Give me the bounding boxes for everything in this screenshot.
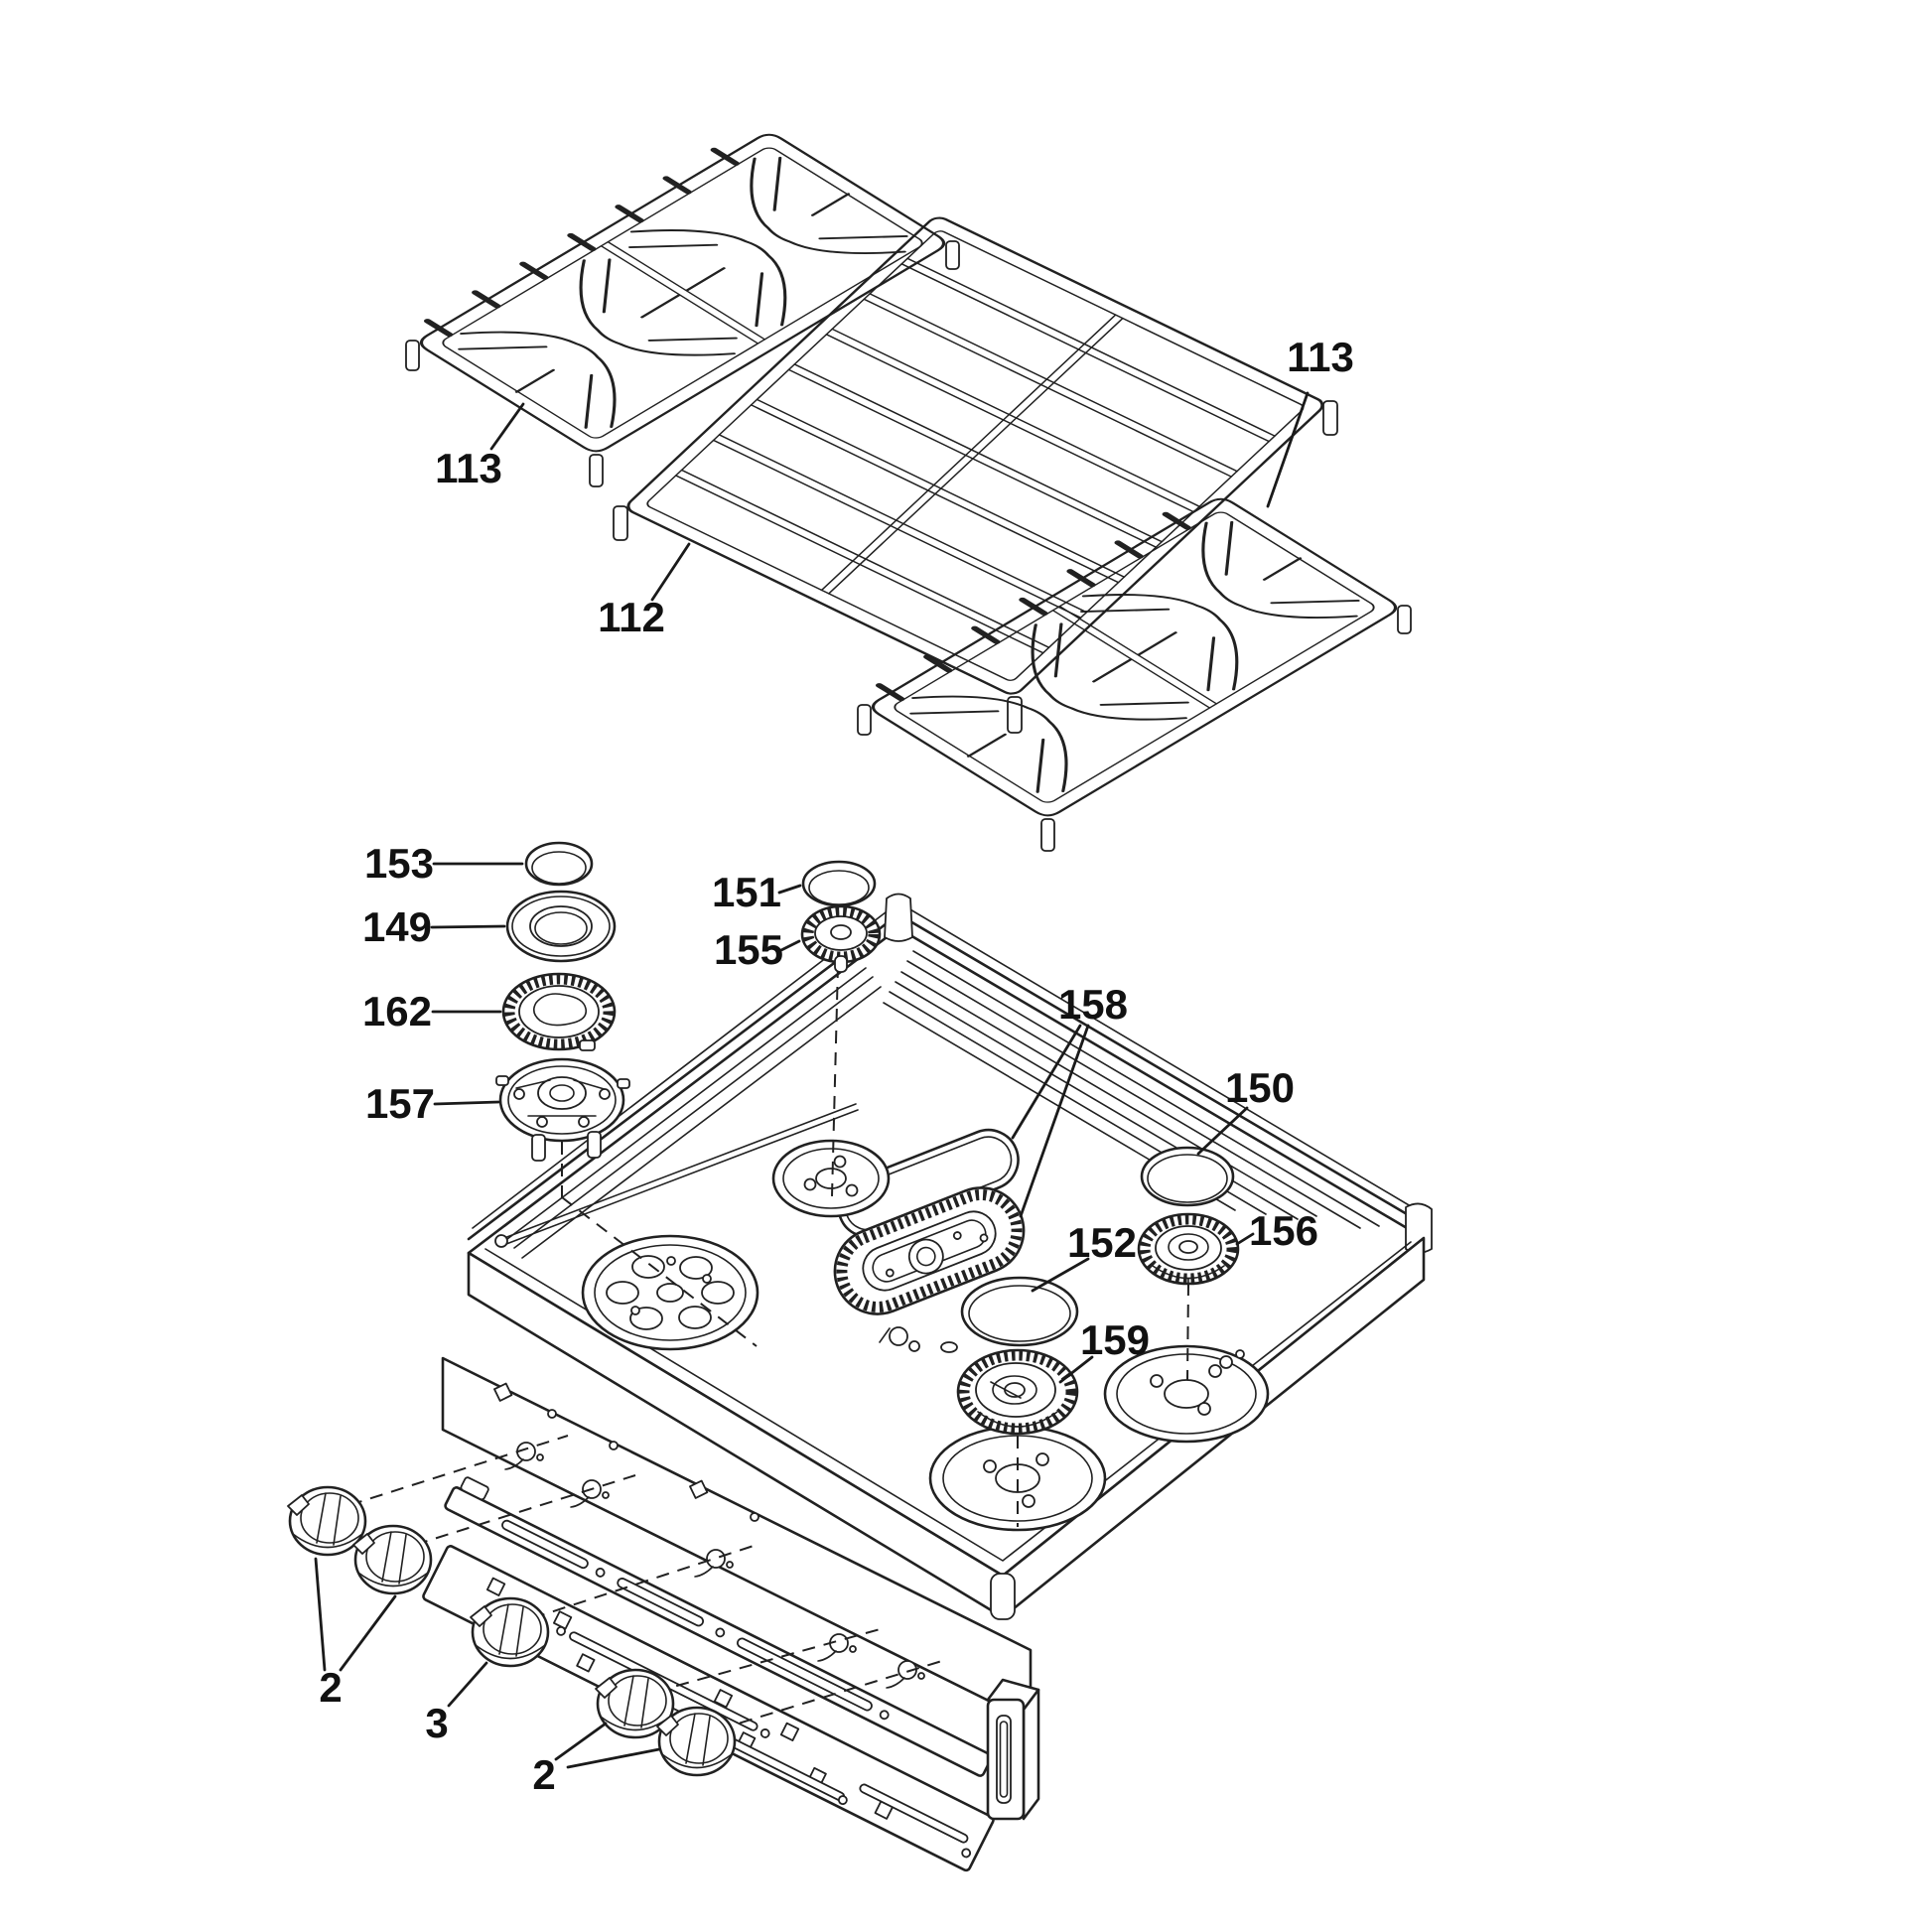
callout-2-right: 2	[532, 1751, 555, 1798]
leader-149	[430, 924, 506, 929]
leader-152	[1031, 1257, 1090, 1293]
control-knob	[595, 1668, 675, 1739]
leader-158-a	[1011, 1024, 1082, 1140]
burner-base-157	[495, 1057, 630, 1162]
leader-2-right-b	[566, 1747, 661, 1769]
cooktop-openings	[837, 1128, 1235, 1347]
control-knob	[470, 1596, 550, 1668]
leader-157	[433, 1100, 500, 1106]
burner-cap-151	[801, 860, 877, 907]
igniter-detail	[879, 1326, 958, 1353]
leader-151	[777, 884, 802, 895]
control-knob	[656, 1706, 737, 1777]
callout-113-right: 113	[1287, 334, 1354, 380]
burner-cap-153	[524, 841, 594, 887]
leader-2-left-a	[314, 1557, 327, 1672]
apron-corner-post	[990, 1573, 1016, 1620]
leader-2-left-b	[339, 1594, 397, 1672]
leader-2-right-a	[554, 1722, 608, 1761]
callout-3: 3	[425, 1700, 448, 1746]
callout-151: 151	[712, 869, 781, 915]
leader-158-b	[1019, 1024, 1090, 1218]
valve-stem	[817, 1633, 857, 1662]
plate-left-front-multi-ring	[581, 1234, 759, 1351]
callout-159: 159	[1080, 1316, 1150, 1363]
valve-stem	[886, 1660, 925, 1689]
seal-ring-149	[505, 890, 617, 963]
burner-grate-left	[405, 133, 960, 487]
leader-150	[1196, 1106, 1249, 1156]
burner-ring-162	[501, 972, 617, 1051]
grate-back-ribs	[875, 511, 1191, 702]
leader-112	[650, 542, 691, 602]
assembly-axes	[561, 964, 1189, 1527]
grate-back-ribs	[423, 147, 740, 338]
burner-base-plates	[581, 1139, 1270, 1532]
valve-stems	[504, 1442, 925, 1689]
callout-153: 153	[364, 840, 434, 887]
wire-grate-center	[613, 216, 1338, 734]
burner-head-159	[956, 1348, 1079, 1436]
burner-grate-right	[857, 497, 1412, 852]
panel-end-cap	[986, 1678, 1040, 1821]
front-rim-line	[484, 1241, 1412, 1562]
leader-155	[779, 939, 801, 952]
callout-150: 150	[1225, 1064, 1295, 1111]
control-knobs	[287, 1485, 737, 1777]
control-knob	[287, 1485, 367, 1557]
leader-lines	[314, 391, 1310, 1769]
valve-stem	[504, 1442, 544, 1470]
callout-156: 156	[1249, 1207, 1318, 1254]
leader-113-right	[1266, 391, 1310, 508]
lip-corner-post-back	[884, 893, 913, 942]
callout-113-left: 113	[435, 445, 502, 491]
opening-152	[960, 1276, 1079, 1347]
control-knob	[352, 1524, 433, 1595]
callout-112: 112	[598, 594, 665, 640]
plate-left-rear	[771, 1139, 891, 1218]
callout-158: 158	[1058, 981, 1128, 1028]
callout-149: 149	[362, 903, 432, 950]
leader-3	[447, 1661, 488, 1708]
knob-axes	[348, 1435, 946, 1730]
leader-113-left	[489, 402, 525, 451]
callout-152: 152	[1067, 1219, 1137, 1266]
burner-head-156	[1137, 1212, 1240, 1289]
leader-156	[1235, 1232, 1255, 1246]
callout-labels: 113 112 113 153 149 162 157 151 155 158 …	[319, 334, 1354, 1798]
burner-head-155	[800, 904, 882, 973]
leader-159	[1058, 1355, 1094, 1384]
valve-stem	[694, 1549, 734, 1578]
callout-2-left: 2	[319, 1664, 342, 1711]
callout-162: 162	[362, 988, 432, 1035]
oval-burner-gas-tube	[494, 1103, 859, 1248]
plate-right	[1103, 1344, 1270, 1444]
opening-150	[1140, 1146, 1235, 1207]
callout-155: 155	[714, 926, 783, 973]
callout-157: 157	[365, 1080, 435, 1127]
